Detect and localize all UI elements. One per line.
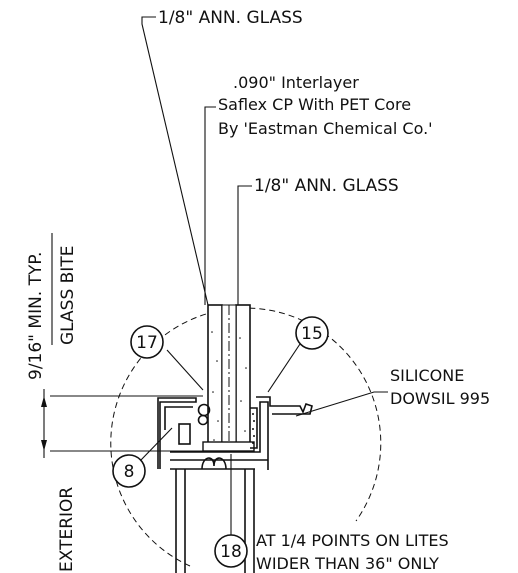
tag-15-label: 15 (301, 324, 323, 344)
outer-glass-leader (141, 16, 209, 306)
interior-stop (256, 396, 313, 415)
screw-spline (201, 457, 227, 470)
dimension-arrow-top (41, 396, 47, 407)
interlayer-leader (204, 106, 216, 305)
outer-glass-label: 1/8" ANN. GLASS (158, 8, 303, 28)
exterior-stop-inner (164, 406, 193, 430)
tag-17-leader (166, 349, 204, 391)
exterior-stop-keeper (178, 423, 191, 445)
tag-8: 8 (112, 454, 146, 488)
glass-stipple (211, 331, 247, 441)
outer-glass-lite (207, 304, 223, 451)
interlayer-label-line1: .090" Interlayer (233, 73, 359, 92)
inner-glass-leader (237, 185, 252, 305)
frame-pocket (170, 401, 269, 470)
tag-8-leader (139, 427, 173, 462)
silicone-bead (250, 407, 258, 449)
inner-glass-label: 1/8" ANN. GLASS (254, 176, 399, 196)
exterior-label: EXTERIOR (57, 487, 77, 572)
interlayer-label-line3: By 'Eastman Chemical Co.' (218, 119, 433, 138)
tag-17: 17 (130, 325, 164, 359)
interlayer-label-line2: Saflex CP With PET Core (218, 95, 411, 114)
setting-block (202, 441, 255, 452)
exterior-stop (157, 397, 197, 469)
tag-8-label: 8 (124, 462, 135, 482)
silicone-stipple (252, 413, 255, 444)
silicone-label-line2: DOWSIL 995 (390, 389, 490, 408)
tag-17-label: 17 (136, 333, 158, 353)
min-bite-dimension-label: 9/16" MIN. TYP. (26, 252, 46, 380)
dimension-arrow-bottom (41, 440, 47, 451)
setting-block-label-line2: WIDER THAN 36" ONLY (256, 554, 439, 573)
tag-15-leader (267, 340, 303, 393)
tag-18-label: 18 (220, 542, 242, 562)
exterior-gasket-bulb-2 (197, 414, 209, 426)
inner-glass-lite (235, 304, 251, 451)
tag-18: 18 (214, 534, 248, 568)
tag-15: 15 (295, 316, 329, 350)
setting-block-label-line1: AT 1/4 POINTS ON LITES (256, 531, 449, 550)
glass-bite-label: GLASS BITE (58, 246, 78, 345)
silicone-leader (295, 391, 388, 417)
silicone-label-line1: SILICONE (390, 366, 464, 385)
